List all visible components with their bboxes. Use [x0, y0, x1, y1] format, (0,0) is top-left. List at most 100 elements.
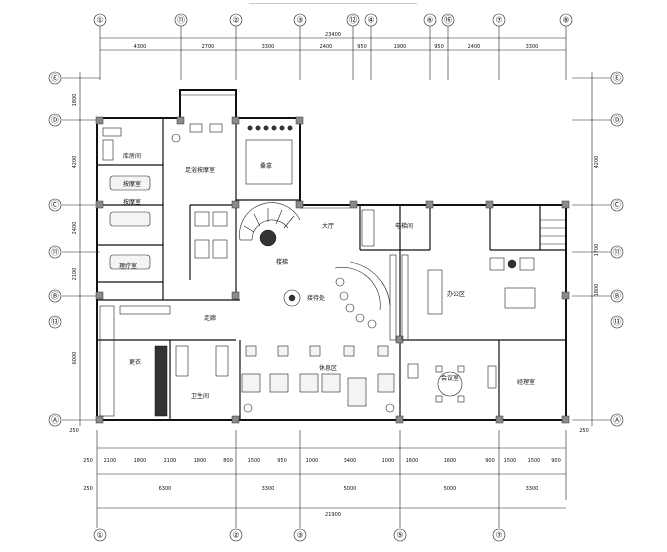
axis-label: Ⓒ [613, 201, 621, 210]
dim-top-seg: 4300 [134, 44, 147, 50]
section-markers [243, 403, 395, 413]
dim-side-small: 250 [83, 458, 93, 464]
dim-left: 4200 [72, 156, 78, 169]
dim-bottom-seg: 900 [485, 458, 495, 464]
axis-bubble-right-3: Ⓒ [610, 198, 624, 212]
axis-label: ⑪ [613, 248, 621, 257]
dim-side-small: 250 [69, 428, 79, 434]
axis-bubble-top-6: ④ [364, 13, 378, 27]
room-label-hall: 大厅 [322, 222, 334, 230]
axis-label: Ⓐ [51, 416, 59, 425]
axis-bubble-top-7: ⑥ [423, 13, 437, 27]
axis-bubble-left-5: Ⓑ [48, 289, 62, 303]
axis-bubble-bottom-5: ⑦ [492, 528, 506, 542]
dim-left: 2400 [72, 222, 78, 235]
axis-label: ⑥ [426, 16, 433, 25]
axis-label: ⑧ [562, 16, 569, 25]
massage-room-3: 理疗室 [109, 254, 151, 270]
room-label-sauna: 桑拿 [260, 162, 272, 170]
axis-label: Ⓓ [613, 116, 621, 125]
left-axis-group: Ⓔ Ⓓ Ⓒ ⑪ Ⓑ ⑬ Ⓐ 1800 4200 2400 2100 6000 [48, 71, 100, 427]
dim-bottom-main: 5000 [344, 486, 357, 492]
dim-left: 6000 [72, 352, 78, 365]
dim-top-seg: 2400 [468, 44, 481, 50]
axis-bubble-right-2: Ⓓ [610, 113, 624, 127]
axis-label: ⑬ [613, 318, 621, 327]
room-label-meeting: 会议室 [441, 374, 459, 382]
dim-bottom-seg: 1500 [504, 458, 517, 464]
room-label-lobby-stair: 楼梯 [276, 258, 288, 266]
axis-bubble-bottom-2: ② [229, 528, 243, 542]
axis-label: ② [232, 16, 239, 25]
axis-bubble-top-9: ⑦ [492, 13, 506, 27]
axis-bubble-left-4: ⑪ [48, 245, 62, 259]
axis-label: ⑬ [51, 318, 59, 327]
dim-bottom-seg: 900 [551, 458, 561, 464]
room-label-electric: 电梯间 [395, 222, 413, 230]
axis-label: ② [232, 531, 239, 540]
spa-room: 足浴按摩室 [171, 123, 223, 174]
axis-bubble-right-1: Ⓔ [610, 71, 624, 85]
interior-walls [97, 118, 566, 420]
dim-bottom-seg: 1500 [248, 458, 261, 464]
axis-label: ⑦ [495, 531, 502, 540]
axis-label: Ⓑ [613, 292, 621, 301]
sauna-room: 桑拿 [245, 125, 293, 185]
dim-side-small: 250 [579, 428, 589, 434]
electrical-room: 电梯间 [361, 209, 413, 247]
dim-bottom-main: 3300 [262, 486, 275, 492]
dim-bottom-main: 6300 [159, 486, 172, 492]
axis-bubble-left-2: Ⓓ [48, 113, 62, 127]
axis-bubble-left-7: Ⓐ [48, 413, 62, 427]
dim-bottom-seg: 800 [223, 458, 233, 464]
lockers [154, 345, 168, 417]
axis-label: Ⓓ [51, 116, 59, 125]
dim-bottom-seg: 950 [277, 458, 287, 464]
dim-top-seg: 950 [434, 44, 444, 50]
dim-right: 1700 [594, 244, 600, 257]
dressing-room: 更衣 [99, 305, 141, 417]
dim-right: 1800 [594, 284, 600, 297]
rear-stair [540, 219, 566, 245]
axis-bubble-bottom-1: ① [93, 528, 107, 542]
dim-bottom-seg: 2100 [104, 458, 117, 464]
dim-right: 4200 [594, 156, 600, 169]
manager-room: 经理室 [487, 365, 535, 389]
dim-bottom-seg: 1600 [444, 458, 457, 464]
hall-area: 大厅 接待处 [283, 222, 391, 329]
axis-label: ⑦ [495, 16, 502, 25]
axis-label: ⑯ [444, 16, 452, 25]
dim-top-seg: 2400 [320, 44, 333, 50]
axis-bubble-bottom-4: ⑤ [393, 528, 407, 542]
dim-top-seg: 3300 [526, 44, 539, 50]
axis-label: ③ [296, 531, 303, 540]
dim-bottom-total: 21900 [325, 512, 341, 518]
dim-bottom-seg: 1800 [194, 458, 207, 464]
storage-room: 库房间 [102, 127, 141, 161]
axis-label: Ⓐ [613, 416, 621, 425]
axis-bubble-left-6: ⑬ [48, 315, 62, 329]
dim-bottom-seg: 1600 [406, 458, 419, 464]
dim-bottom-seg: 3400 [344, 458, 357, 464]
top-axis-group: ① ⑪ ② ③ ⑫ ④ ⑥ ⑯ ⑦ ⑧ [93, 13, 573, 27]
spiral-staircase: 楼梯 [239, 202, 301, 266]
axis-label: ⑤ [396, 531, 403, 540]
axis-bubble-top-1: ① [93, 13, 107, 27]
room-label-office: 办公区 [447, 290, 465, 298]
dim-top-seg: 950 [357, 44, 367, 50]
massage-room-2: 按摩室 [109, 198, 151, 227]
glazing [180, 94, 409, 341]
axis-label: Ⓒ [51, 201, 59, 210]
axis-label: Ⓔ [51, 74, 59, 83]
axis-bubble-right-5: Ⓑ [610, 289, 624, 303]
lounge-area: 休息区 [241, 345, 395, 407]
dim-left: 1800 [72, 94, 78, 107]
dim-top-total: 23400 [325, 32, 341, 38]
dim-top-seg: 1900 [394, 44, 407, 50]
dim-bottom-seg: 1800 [134, 458, 147, 464]
axis-label: ⑫ [349, 16, 357, 25]
bottom-dimensions: 2100 1800 2100 1800 800 1500 950 1000 34… [69, 428, 589, 528]
corridor: 走廊 [119, 305, 216, 322]
axis-bubble-top-4: ③ [293, 13, 307, 27]
